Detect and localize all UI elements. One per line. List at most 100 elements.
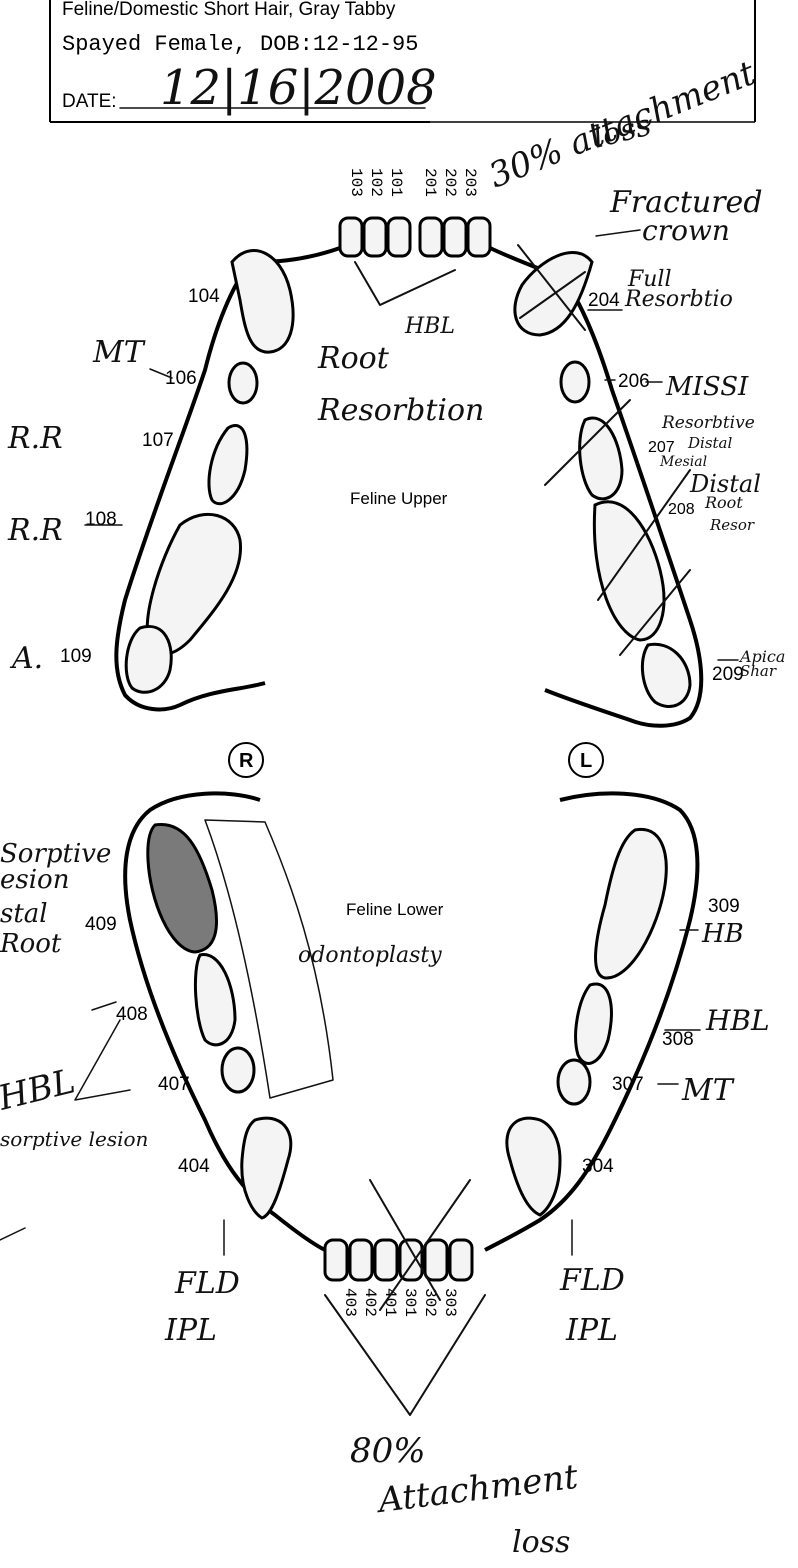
patient-line-2: Spayed Female, DOB:12-12-95 <box>62 32 418 57</box>
note-fld-404: FLD <box>174 1266 240 1301</box>
note-207-3: Mesial <box>659 454 707 470</box>
note-207-1: Resorbtive <box>661 413 755 433</box>
tooth-101 <box>388 218 410 256</box>
note-resorptive-409-4: Root <box>0 929 62 959</box>
tooth-206 <box>561 362 589 402</box>
note-hbl-309: HB <box>701 919 744 949</box>
lower-title: Feline Lower <box>346 900 444 919</box>
note-attachment-lower-3: loss <box>512 1525 570 1560</box>
label-209: 209 <box>712 664 744 685</box>
note-hbl-408: HBL <box>0 1061 79 1119</box>
upper-incisor-labels: 103 102 101 201 202 203 <box>347 168 479 197</box>
left-marker: L <box>580 750 592 772</box>
tooth-403 <box>325 1240 347 1280</box>
note-208: Resor <box>709 516 755 534</box>
lower-incisor-labels: 403 402 401 301 302 303 <box>341 1288 459 1317</box>
note-fld-304: FLD <box>559 1263 625 1298</box>
note-207-2: Distal <box>687 434 732 452</box>
tooth-309 <box>596 829 667 978</box>
tooth-102 <box>364 218 386 256</box>
date-value: 12|16|2008 <box>160 60 437 116</box>
label-108: 108 <box>85 509 117 530</box>
note-root-resorption-1: Root <box>317 341 390 376</box>
note-missing-206: MISSI <box>665 372 749 402</box>
label-402: 402 <box>361 1288 379 1317</box>
label-109: 109 <box>60 646 92 667</box>
label-308: 308 <box>662 1029 694 1050</box>
note-ipl-404: IPL <box>164 1313 217 1348</box>
label-202: 202 <box>441 168 459 197</box>
note-distal-root-2: Root <box>704 493 743 512</box>
label-301: 301 <box>401 1288 419 1317</box>
label-102: 102 <box>367 168 385 197</box>
side-markers: R L <box>229 743 603 777</box>
label-201: 201 <box>421 168 439 197</box>
note-apical-2: Shar <box>740 662 777 680</box>
note-full-resorption-2: Resorbtio <box>624 287 733 312</box>
tooth-408 <box>195 955 235 1045</box>
tooth-301 <box>400 1240 422 1280</box>
lower-jaw: 403 402 401 301 302 303 409 408 407 404 … <box>0 793 740 1415</box>
tooth-307 <box>558 1060 590 1104</box>
label-303: 303 <box>441 1288 459 1317</box>
upper-title: Feline Upper <box>350 489 448 508</box>
handwritten-annotations: 30% attachment loss Fractured crown Full… <box>0 53 785 1560</box>
note-fractured-2: crown <box>642 214 730 247</box>
label-104: 104 <box>188 286 220 307</box>
label-403: 403 <box>341 1288 359 1317</box>
label-203: 203 <box>461 168 479 197</box>
tooth-109 <box>126 626 171 692</box>
right-marker: R <box>239 750 254 772</box>
note-rr-107: R.R <box>7 421 63 456</box>
note-root-resorption-2: Resorbtion <box>317 393 484 428</box>
label-309: 309 <box>708 896 740 917</box>
tooth-107 <box>209 426 247 504</box>
note-attachment-lower-1: 80% <box>350 1431 426 1471</box>
tooth-303 <box>450 1240 472 1280</box>
label-404: 404 <box>178 1156 210 1177</box>
label-407: 407 <box>158 1074 190 1095</box>
label-208: 208 <box>668 501 695 518</box>
label-408: 408 <box>116 1004 148 1025</box>
tooth-106 <box>229 363 257 403</box>
tooth-202 <box>444 218 466 256</box>
tooth-203 <box>468 218 490 256</box>
date-label: DATE: <box>62 91 117 112</box>
label-409: 409 <box>85 914 117 935</box>
note-ipl-304: IPL <box>565 1313 618 1348</box>
label-103: 103 <box>347 168 365 197</box>
note-mt-106: MT <box>92 335 146 370</box>
label-204: 204 <box>588 290 620 311</box>
tooth-409 <box>148 824 217 952</box>
label-304: 304 <box>582 1156 614 1177</box>
note-resorptive-409-2: esion <box>0 865 69 895</box>
note-hbl-308: HBL <box>705 1004 770 1037</box>
label-101: 101 <box>387 168 405 197</box>
tooth-104 <box>232 251 293 353</box>
label-206: 206 <box>618 371 650 392</box>
tooth-402 <box>350 1240 372 1280</box>
note-hbl-upper: HBL <box>404 314 455 339</box>
label-107: 107 <box>142 430 174 451</box>
label-401: 401 <box>381 1288 399 1317</box>
tooth-304 <box>507 1118 560 1215</box>
tooth-407 <box>222 1048 254 1092</box>
note-odontoplasty: odontoplasty <box>298 943 442 968</box>
note-resorptive-409-3: stal <box>0 899 48 929</box>
tooth-302 <box>425 1240 447 1280</box>
label-307: 307 <box>612 1074 644 1095</box>
patient-line-1: Feline/Domestic Short Hair, Gray Tabby <box>62 0 396 20</box>
tooth-103 <box>340 218 362 256</box>
note-a-109: A. <box>9 641 43 676</box>
tooth-201 <box>420 218 442 256</box>
note-mt-307: MT <box>681 1073 735 1108</box>
tooth-308 <box>576 984 612 1063</box>
label-106: 106 <box>165 368 197 389</box>
upper-jaw: 103 102 101 201 202 203 104 106 107 <box>60 168 744 726</box>
tooth-401 <box>375 1240 397 1280</box>
note-rr-108: R.R <box>7 513 63 548</box>
tooth-404 <box>242 1118 291 1218</box>
tooth-209 <box>642 644 690 706</box>
note-resorptive-407: sorptive lesion <box>0 1127 148 1151</box>
